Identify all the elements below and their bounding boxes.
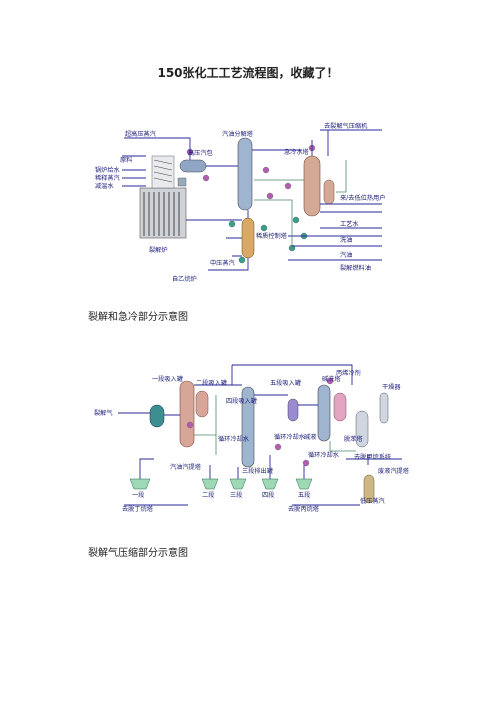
figure1-caption: 裂解和急冷部分示意图	[88, 312, 188, 323]
stripper-tower	[241, 217, 255, 259]
label-wash-oil: 洗油	[340, 236, 352, 244]
waste-stripper	[363, 474, 375, 504]
cracking-furnace	[139, 155, 187, 239]
label-s4-drum: 四段吸入罐	[226, 397, 257, 405]
figure2-caption: 裂解气压缩部分示意图	[88, 548, 188, 559]
compressor-stage5	[295, 478, 313, 490]
label-to-from-users: 来/去低位热用户	[340, 194, 385, 202]
label-from-ethylene: 自乙烷炉	[172, 275, 197, 283]
compressor-stage4	[261, 478, 279, 490]
propylene-cooler	[333, 392, 347, 422]
label-cracked-gas: 裂解气	[94, 409, 113, 417]
label-fractionator: 汽油分解塔	[222, 130, 254, 138]
label-recycle-water-2: 循环冷却水	[274, 433, 306, 441]
degas-tower	[355, 410, 369, 448]
label-recycle-water-3: 循环冷却水	[308, 451, 340, 459]
figure-compression: 裂解气 一段吸入罐 二段吸入罐 四段吸入罐 五段吸入罐 三段排出罐 循环冷却水 …	[92, 355, 412, 520]
label-to-demethanizer: 去脱甲烷系统	[354, 453, 391, 461]
label-s3-discharge: 三段排出罐	[242, 467, 273, 475]
stage5-drum	[287, 398, 299, 422]
label-mp-steam: 中压蒸汽	[210, 259, 235, 267]
label-dilution-steam: 稀释蒸汽	[95, 174, 120, 182]
label-dryer: 干燥器	[382, 383, 401, 391]
label-recycle-water: 循环冷却水	[218, 435, 250, 443]
label-degas: 脱苯塔	[344, 435, 363, 443]
label-s1-drum: 一段吸入罐	[152, 375, 183, 383]
label-to-depropanizer: 去脱丙烷塔	[288, 505, 320, 513]
label-s2-drum: 二段吸入罐	[196, 379, 227, 387]
label-propylene: 丙烯冷剂	[336, 369, 361, 377]
label-feed: 原料	[120, 156, 132, 164]
label-stage3: 三段	[230, 491, 242, 499]
stage1-drum	[149, 404, 165, 428]
label-quench-water: 减温水	[95, 182, 114, 190]
compressor-stage2	[201, 478, 219, 490]
label-furnace: 裂解炉	[149, 246, 168, 254]
hp-drum	[179, 159, 207, 173]
label-caustic: 碱液	[304, 433, 316, 441]
stage2-drum	[195, 390, 209, 418]
label-gasoline: 汽油	[340, 251, 352, 259]
label-lp-steam: 低压蒸汽	[360, 497, 385, 505]
label-s5-drum: 五段吸入罐	[270, 379, 301, 387]
label-gasoline-stripper: 汽油汽提塔	[170, 463, 202, 471]
label-stage1: 一段	[132, 491, 144, 499]
label-stage5: 五段	[298, 491, 310, 499]
label-hp-drum: 高压汽包	[188, 149, 213, 157]
stage3-drum	[241, 386, 255, 468]
dryer	[379, 392, 389, 424]
label-to-compressor: 去裂解气压缩机	[324, 122, 368, 130]
figure-cracking-quench: 超高压蒸汽 原料 锅炉给水 稀释蒸汽 减温水 高压汽包 裂解炉 汽油分解塔 急冷…	[92, 120, 397, 290]
label-stripper: 稀质控制塔	[256, 232, 288, 240]
label-quench-tower: 急冷水塔	[284, 148, 310, 156]
compressor-stage1	[129, 478, 151, 490]
label-fuel-oil: 裂解燃料油	[340, 264, 371, 272]
compressor-stage3	[229, 478, 247, 490]
label-boiler-water: 锅炉给水	[95, 166, 121, 174]
label-stage4: 四段	[262, 491, 274, 499]
page-title: 150张化工工艺流程图，收藏了！	[157, 66, 339, 80]
label-to-deethanizer: 去脱丁烷塔	[122, 505, 154, 513]
caustic-tower	[317, 384, 331, 442]
label-superhigh-steam: 超高压蒸汽	[125, 130, 156, 138]
quench-water-tower	[303, 155, 321, 217]
gasoline-stripper	[179, 380, 195, 448]
label-caustic-tower: 碱洗塔	[322, 375, 341, 383]
label-process-water: 工艺水	[340, 220, 359, 228]
label-waste-stripper: 废液汽提塔	[378, 467, 410, 475]
gasoline-fractionator	[237, 137, 253, 211]
label-stage2: 二段	[202, 491, 214, 499]
